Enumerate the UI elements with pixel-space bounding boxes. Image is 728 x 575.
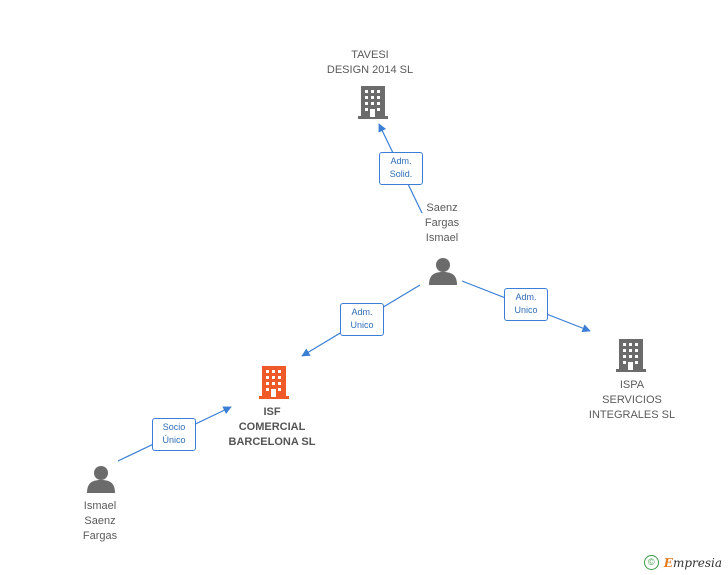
ispa-label[interactable]: ISPA SERVICIOS INTEGRALES SL (572, 378, 692, 423)
edge-label-adm-solid: Adm. Solid. (379, 152, 423, 185)
isf-building-icon[interactable] (259, 366, 289, 399)
edge-label-adm-unico-right: Adm. Unico (504, 288, 548, 321)
ispa-label-line-2: SERVICIOS (602, 394, 662, 406)
brand-logo-initial: E (663, 555, 673, 570)
tavesi-label-line-2: DESIGN 2014 SL (326, 64, 414, 76)
saenz-label-line-2: Fargas (424, 217, 460, 229)
ispa-label-line-1: ISPA (619, 379, 645, 391)
saenz-label[interactable]: Saenz Fargas Ismael (402, 201, 482, 246)
edge-label-adm-solid-line-2: Solid. (389, 169, 413, 179)
footer-branding: © Empresia (643, 555, 722, 570)
tavesi-building-icon[interactable] (358, 86, 388, 119)
ismael-label[interactable]: Ismael Saenz Fargas (60, 499, 140, 544)
tavesi-label[interactable]: TAVESI DESIGN 2014 SL (310, 48, 430, 78)
isf-label-line-1: ISF (263, 406, 281, 418)
edge-label-adm-unico-left-line-1: Adm. (351, 307, 373, 317)
saenz-label-line-3: Ismael (425, 232, 459, 244)
brand-logo-rest: mpresia (672, 555, 722, 570)
ispa-building-icon[interactable] (616, 339, 646, 372)
isf-label-line-2: COMERCIAL (238, 421, 306, 433)
ismael-label-line-2: Saenz (84, 515, 116, 527)
edge-label-adm-unico-left: Adm. Unico (340, 303, 384, 336)
brand-logo[interactable]: Empresia (664, 556, 722, 570)
edge-label-adm-unico-right-line-1: Adm. (515, 292, 537, 302)
ismael-label-line-3: Fargas (82, 530, 118, 542)
tavesi-label-line-1: TAVESI (351, 49, 389, 61)
ismael-person-icon[interactable] (87, 465, 115, 493)
ismael-label-line-1: Ismael (83, 500, 117, 512)
copyright-icon: © (643, 555, 659, 570)
isf-label[interactable]: ISF COMERCIAL BARCELONA SL (212, 405, 332, 450)
saenz-person-icon[interactable] (429, 257, 457, 285)
edge-label-socio-unico: Socio Único (152, 418, 196, 451)
edge-label-adm-unico-left-line-2: Unico (350, 320, 374, 330)
edge-label-socio-unico-line-2: Único (162, 435, 186, 445)
ispa-label-line-3: INTEGRALES SL (588, 409, 676, 421)
edge-label-adm-solid-line-1: Adm. (390, 156, 412, 166)
saenz-label-line-1: Saenz (426, 202, 458, 214)
edge-label-adm-unico-right-line-2: Unico (514, 305, 538, 315)
edge-label-socio-unico-line-1: Socio (162, 422, 186, 432)
isf-label-line-3: BARCELONA SL (228, 436, 316, 448)
